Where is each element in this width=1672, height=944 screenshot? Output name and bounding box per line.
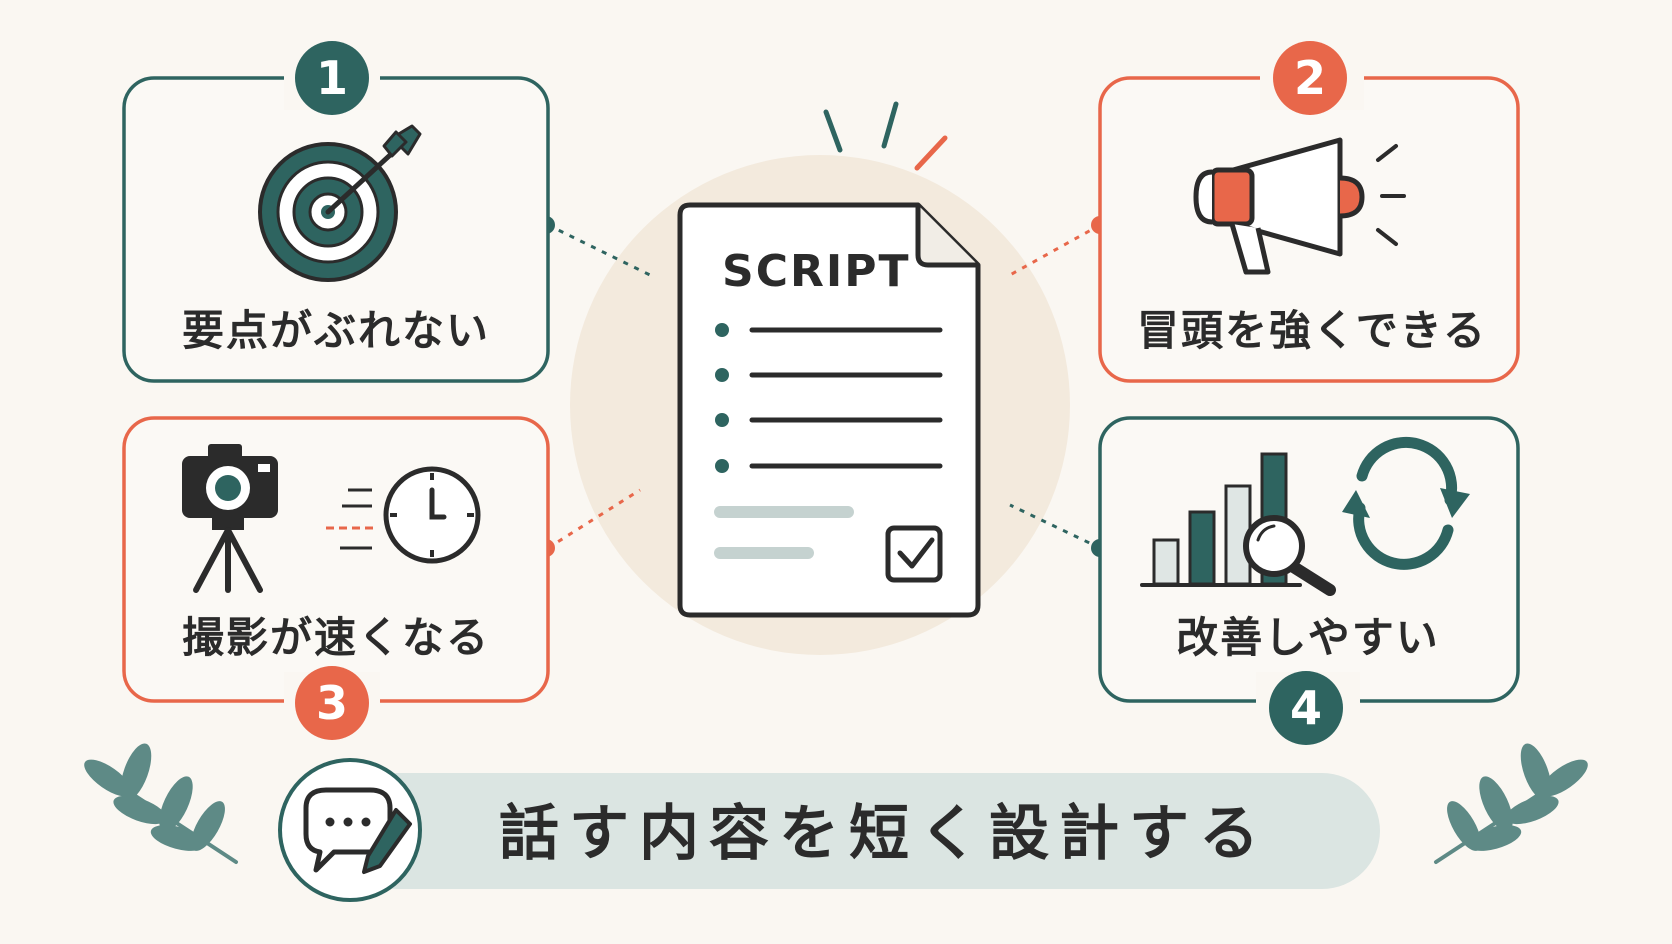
card-4: 改善しやすい 4 bbox=[1098, 416, 1520, 745]
connector-4 bbox=[1009, 503, 1101, 550]
speech-bubble-pencil-icon bbox=[303, 787, 412, 874]
card-2: 冒頭を強くできる 2 bbox=[1098, 41, 1520, 383]
card-2-label: 冒頭を強くできる bbox=[1137, 306, 1487, 355]
megaphone-icon bbox=[1193, 137, 1406, 275]
card-2-number-badge bbox=[1273, 41, 1347, 115]
card-2-number: 2 bbox=[1294, 51, 1326, 105]
card-4-number: 4 bbox=[1290, 681, 1322, 735]
banner-pill bbox=[340, 773, 1380, 889]
sparkle-lines bbox=[823, 101, 948, 171]
card-3: 撮影が速くなる 3 bbox=[122, 416, 550, 740]
refresh-cycle-icon bbox=[1342, 436, 1470, 570]
camera-tripod-icon bbox=[182, 444, 278, 593]
script-title: SCRIPT bbox=[722, 246, 911, 297]
card-3-label: 撮影が速くなる bbox=[182, 613, 490, 662]
card-3-number-badge bbox=[295, 666, 369, 740]
card-1-number: 1 bbox=[316, 51, 348, 105]
bar-chart-magnifier-icon bbox=[1140, 452, 1336, 596]
target-arrow-icon bbox=[258, 124, 422, 282]
banner-text: 話す内容を短く設計する bbox=[499, 799, 1269, 869]
card-1-number-badge bbox=[295, 41, 369, 115]
script-document-icon: SCRIPT bbox=[677, 202, 981, 618]
left-leaf-branch-icon bbox=[84, 743, 238, 864]
connector-2 bbox=[1009, 223, 1101, 277]
card-4-label: 改善しやすい bbox=[1176, 613, 1440, 662]
card-4-number-badge bbox=[1269, 671, 1343, 745]
card-1-label: 要点がぶれない bbox=[182, 306, 490, 355]
checkbox-checked-icon bbox=[885, 525, 943, 583]
script-bullet-lines bbox=[714, 323, 943, 559]
bottom-banner: 話す内容を短く設計する bbox=[278, 758, 1380, 902]
card-3-number: 3 bbox=[316, 676, 348, 730]
clock-speed-icon bbox=[326, 466, 481, 564]
card-1: 要点がぶれない 1 bbox=[122, 41, 550, 383]
right-leaf-branch-icon bbox=[1434, 743, 1588, 864]
